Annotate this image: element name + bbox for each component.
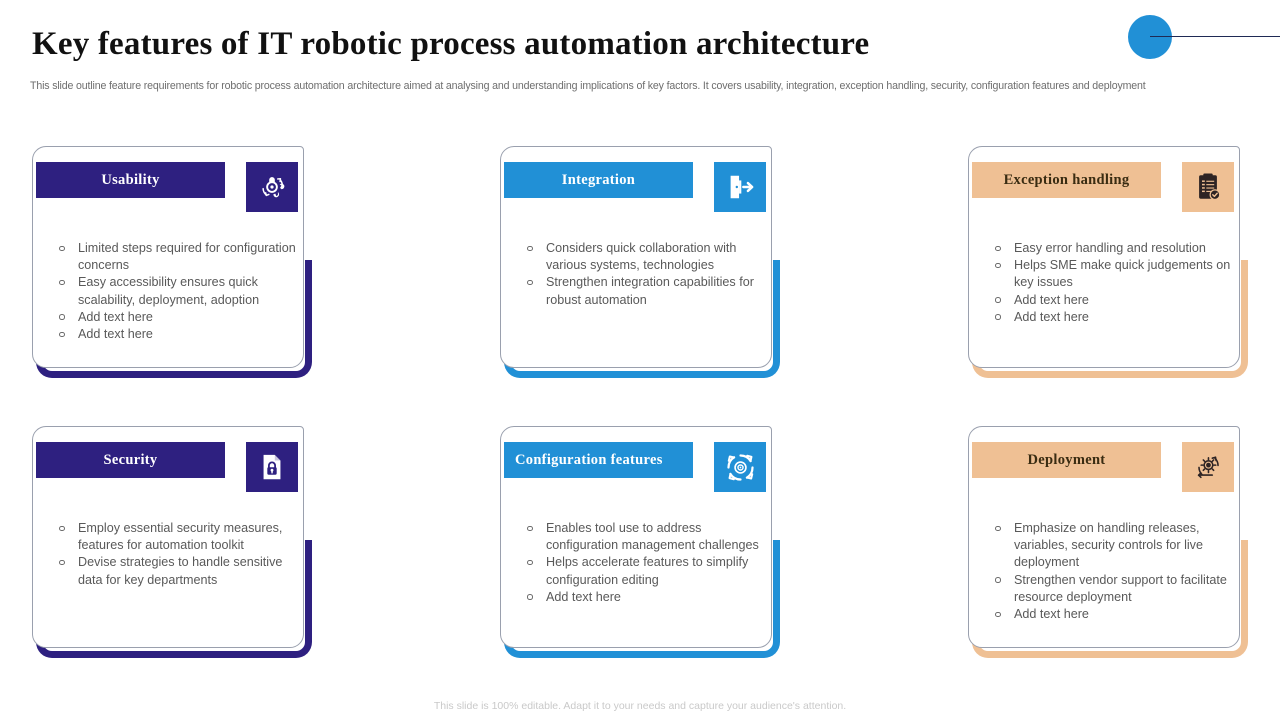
list-item-label: Strengthen integration capabilities for … — [546, 275, 754, 307]
bullet-circle-icon — [995, 611, 1001, 618]
card-feature-list: Considers quick collaboration with vario… — [524, 240, 764, 309]
clipboard-checklist-icon — [1182, 162, 1234, 212]
bullet-circle-icon — [995, 577, 1001, 583]
list-item-label: Enables tool use to address configuratio… — [546, 521, 759, 553]
card-title: Deployment — [1027, 451, 1106, 468]
list-item: Devise strategies to handle sensitive da… — [56, 554, 296, 588]
card-title: Security — [103, 451, 158, 468]
bullet-circle-icon — [527, 279, 533, 286]
card-header-band: Exception handling — [972, 162, 1161, 198]
gear-cycle-icon — [1182, 442, 1234, 492]
list-item-label: Emphasize on handling releases, variable… — [1014, 521, 1203, 570]
list-item: Limited steps required for configuration… — [56, 240, 296, 274]
bullet-circle-icon — [995, 262, 1001, 269]
card-title: Configuration features — [515, 451, 663, 468]
robot-automation-icon — [246, 162, 298, 212]
list-item-label: Add text here — [1014, 292, 1089, 307]
card-feature-list: Employ essential security measures, feat… — [56, 520, 296, 589]
list-item: Strengthen integration capabilities for … — [524, 274, 764, 308]
list-item: Add text here — [992, 292, 1232, 309]
list-item: Enables tool use to address configuratio… — [524, 520, 764, 554]
bullet-circle-icon — [527, 559, 533, 566]
card-header-band: Configuration features — [504, 442, 693, 478]
card-header-band: Deployment — [972, 442, 1161, 478]
blue-circle-decor-icon — [1128, 15, 1172, 59]
list-item: Add text here — [56, 309, 296, 326]
list-item-label: Easy error handling and resolution — [1014, 241, 1206, 255]
feature-card[interactable]: Usability Limited steps required for con… — [32, 140, 312, 380]
list-item-label: Considers quick collaboration with vario… — [546, 241, 737, 273]
list-item: Add text here — [56, 326, 296, 343]
slide-footer-note: This slide is 100% editable. Adapt it to… — [433, 700, 847, 712]
list-item-label: Add text here — [78, 309, 153, 324]
list-item: Easy accessibility ensures quick scalabi… — [56, 274, 296, 308]
list-item-label: Add text here — [78, 327, 153, 342]
list-item: Add text here — [992, 606, 1232, 623]
list-item-label: Devise strategies to handle sensitive da… — [78, 555, 283, 587]
list-item: Emphasize on handling releases, variable… — [992, 520, 1232, 572]
horizontal-rule-decor — [1150, 36, 1280, 37]
list-item-label: Easy accessibility ensures quick scalabi… — [78, 275, 260, 307]
list-item: Helps accelerate features to simplify co… — [524, 554, 764, 588]
card-feature-list: Emphasize on handling releases, variable… — [992, 520, 1232, 623]
bullet-circle-icon — [59, 314, 65, 320]
bullet-circle-icon — [995, 525, 1001, 531]
list-item-label: Add text here — [1014, 607, 1089, 622]
bullet-circle-icon — [995, 245, 1001, 251]
list-item: Strengthen vendor support to facilitate … — [992, 572, 1232, 606]
page-subtitle: This slide outline feature requirements … — [30, 80, 1146, 92]
card-title: Usability — [101, 171, 160, 188]
feature-card[interactable]: Integration Considers quick collaboratio… — [500, 140, 780, 380]
list-item-label: Add text here — [1014, 309, 1089, 324]
bullet-circle-icon — [527, 245, 533, 251]
list-item: Easy error handling and resolution — [992, 240, 1232, 257]
corner-decoration — [1100, 0, 1280, 72]
list-item-label: Helps accelerate features to simplify co… — [546, 555, 749, 587]
list-item-label: Employ essential security measures, feat… — [78, 521, 283, 553]
door-exit-arrow-icon — [714, 162, 766, 212]
bullet-circle-icon — [59, 559, 65, 566]
card-header-band: Integration — [504, 162, 693, 198]
card-feature-list: Limited steps required for configuration… — [56, 240, 296, 343]
card-title: Integration — [561, 171, 636, 188]
bullet-circle-icon — [995, 297, 1001, 303]
bullet-circle-icon — [527, 594, 533, 600]
card-header-band: Usability — [36, 162, 225, 198]
bullet-circle-icon — [995, 314, 1001, 320]
bullet-circle-icon — [527, 525, 533, 531]
list-item: Employ essential security measures, feat… — [56, 520, 296, 554]
list-item-label: Helps SME make quick judgements on key i… — [1014, 258, 1231, 290]
list-item-label: Limited steps required for configuration… — [78, 241, 296, 273]
bullet-circle-icon — [59, 331, 65, 338]
feature-card[interactable]: Security Employ essential security measu… — [32, 420, 312, 660]
card-title: Exception handling — [1003, 171, 1130, 188]
document-lock-icon — [246, 442, 298, 492]
bullet-circle-icon — [59, 245, 65, 251]
feature-card[interactable]: Configuration features Enables tool use … — [500, 420, 780, 660]
list-item-label: Strengthen vendor support to facilitate … — [1014, 572, 1227, 604]
list-item: Considers quick collaboration with vario… — [524, 240, 764, 274]
list-item: Add text here — [524, 589, 764, 606]
feature-card[interactable]: Deployment Emphasize on handling release… — [968, 420, 1248, 660]
list-item: Add text here — [992, 309, 1232, 326]
bullet-circle-icon — [59, 525, 65, 531]
list-item: Helps SME make quick judgements on key i… — [992, 257, 1232, 291]
card-header-band: Security — [36, 442, 225, 478]
gear-refresh-icon — [714, 442, 766, 492]
feature-card[interactable]: Exception handling Easy error handling a… — [968, 140, 1248, 380]
list-item-label: Add text here — [546, 589, 621, 604]
card-feature-list: Enables tool use to address configuratio… — [524, 520, 764, 606]
page-title: Key features of IT robotic process autom… — [32, 26, 870, 62]
bullet-circle-icon — [59, 279, 65, 286]
